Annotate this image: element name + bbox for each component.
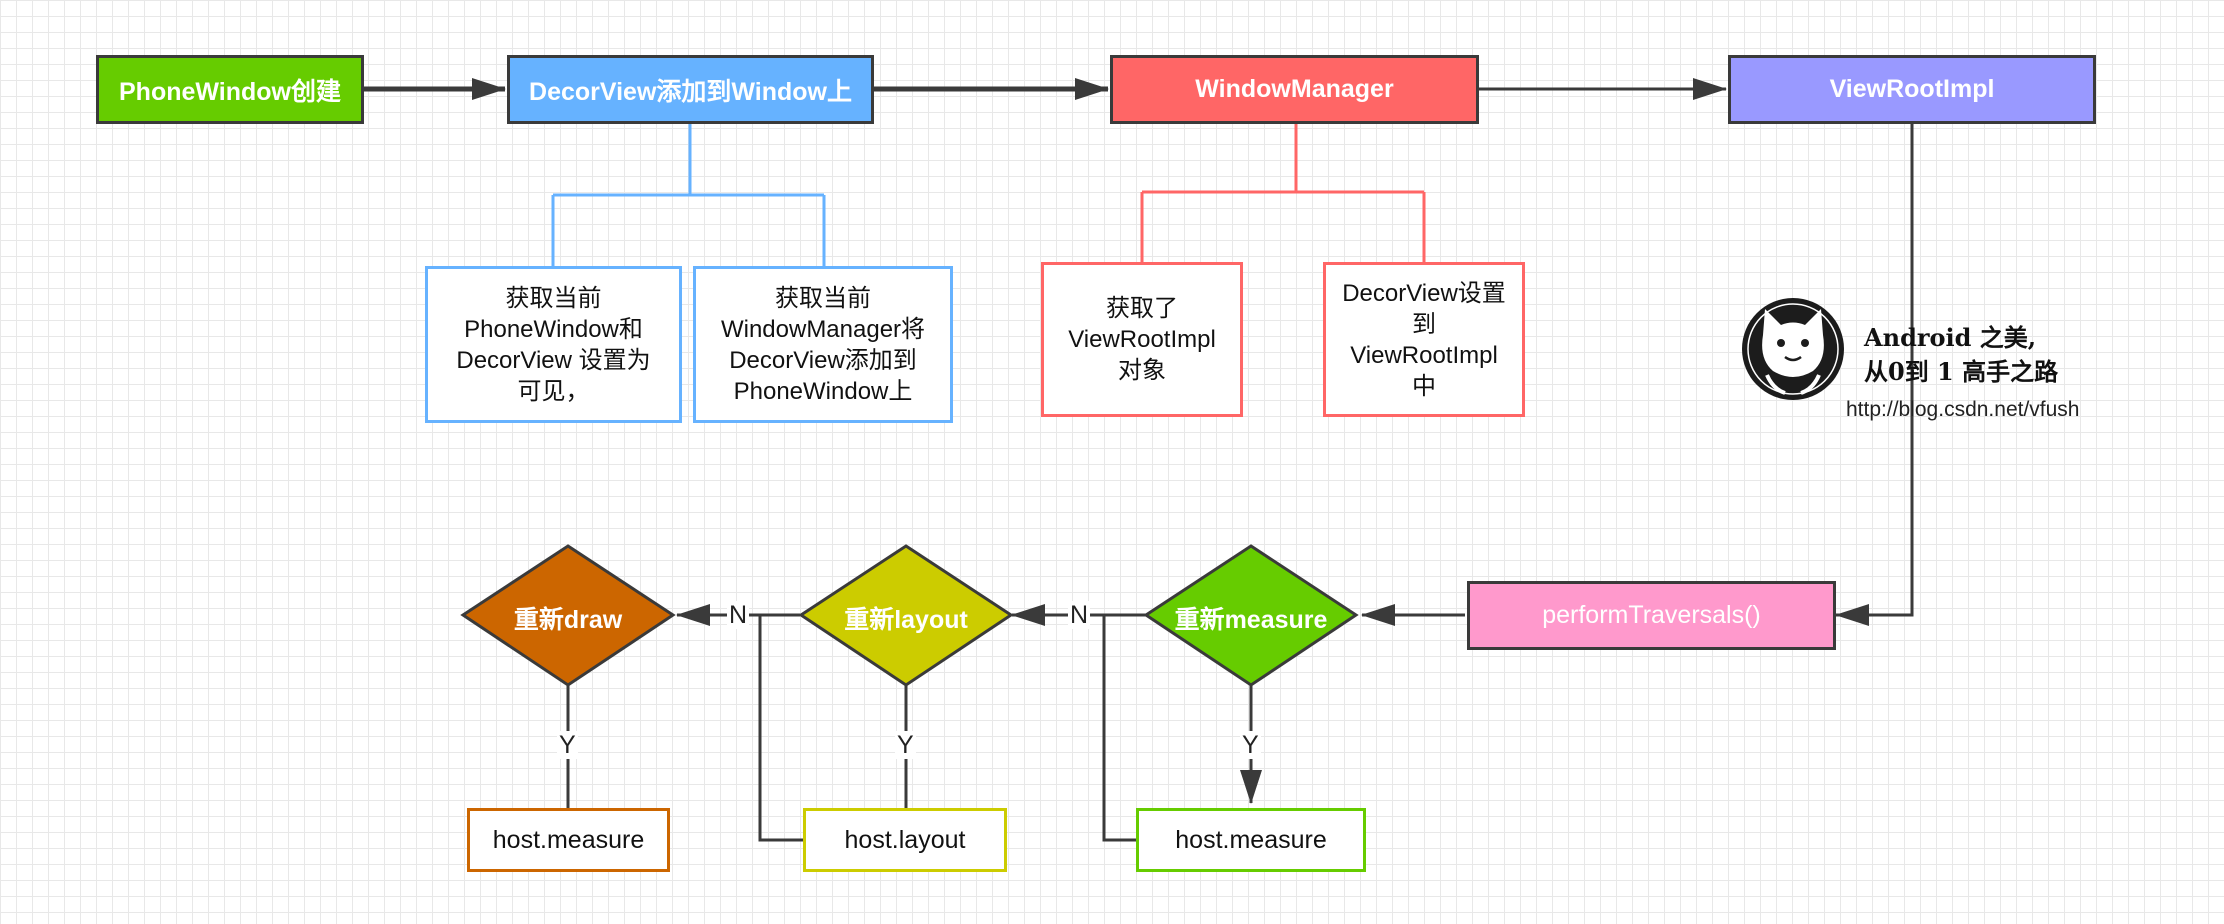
decorview-branch	[551, 124, 826, 266]
edge-label-no-measure: N	[1068, 601, 1091, 629]
host-measure-box: host.measure	[1136, 808, 1366, 872]
note-decorview-set: DecorView设置到ViewRootImpl中	[1323, 262, 1525, 417]
phonewindow-create-label: PhoneWindow创建	[119, 77, 341, 106]
windowmanager-branch	[1140, 124, 1426, 262]
decorview-add-label: DecorView添加到Window上	[529, 77, 852, 106]
window-manager-label: WindowManager	[1195, 75, 1394, 103]
edge-label-no-layout: N	[727, 601, 750, 629]
perform-traversals-node: performTraversals()	[1467, 581, 1836, 650]
note-got-viewrootimpl: 获取了ViewRootImpl对象	[1041, 262, 1243, 417]
view-root-impl-label: ViewRootImpl	[1829, 75, 1995, 103]
edge-label-yes-measure: Y	[1240, 731, 1261, 759]
edge-label-yes-draw: Y	[557, 731, 578, 759]
host-measure-label: host.measure	[1175, 825, 1327, 854]
perform-traversals-label: performTraversals()	[1542, 601, 1761, 629]
view-root-impl-node: ViewRootImpl	[1728, 55, 2096, 124]
note-decorview-set-text: DecorView设置到ViewRootImpl中	[1342, 279, 1506, 400]
note-got-viewrootimpl-text: 获取了ViewRootImpl对象	[1068, 295, 1216, 384]
arrow-viewrootimpl-to-performtraversals	[1835, 124, 1914, 626]
note-phonewindow-visible-text: 获取当前PhoneWindow和DecorView 设置为可见，	[456, 284, 651, 405]
edge-label-yes-layout: Y	[895, 731, 916, 759]
connector-host-measure-loop	[1102, 615, 1136, 842]
decorview-add-node: DecorView添加到Window上	[507, 55, 874, 124]
host-measure-draw-label: host.measure	[492, 825, 645, 854]
note-phonewindow-visible: 获取当前PhoneWindow和DecorView 设置为可见，	[425, 266, 682, 423]
window-manager-node: WindowManager	[1110, 55, 1479, 124]
watermark-url: http://blog.csdn.net/vfush	[1846, 398, 2080, 421]
phonewindow-create-node: PhoneWindow创建	[96, 55, 364, 124]
decision-measure-label: 重新measure	[1174, 606, 1328, 634]
host-layout-box: host.layout	[803, 808, 1007, 872]
note-windowmanager-add-text: 获取当前WindowManager将DecorView添加到PhoneWindo…	[720, 284, 926, 405]
connector-host-layout-loop	[758, 615, 803, 842]
cat-logo-icon	[1742, 298, 1844, 400]
host-measure-draw-box: host.measure	[467, 808, 670, 872]
watermark-line-1: Android 之美,	[1864, 323, 2037, 352]
diamond-layout-shape	[798, 544, 1014, 687]
decision-draw-label: 重新draw	[513, 606, 623, 634]
note-windowmanager-add: 获取当前WindowManager将DecorView添加到PhoneWindo…	[693, 266, 953, 423]
decision-layout-label: 重新layout	[844, 606, 968, 634]
diamond-measure-shape	[1143, 544, 1359, 687]
watermark-line-2: 从0到 1 高手之路	[1864, 357, 2059, 386]
diamond-draw-shape	[460, 544, 676, 687]
host-layout-label: host.layout	[844, 825, 966, 854]
